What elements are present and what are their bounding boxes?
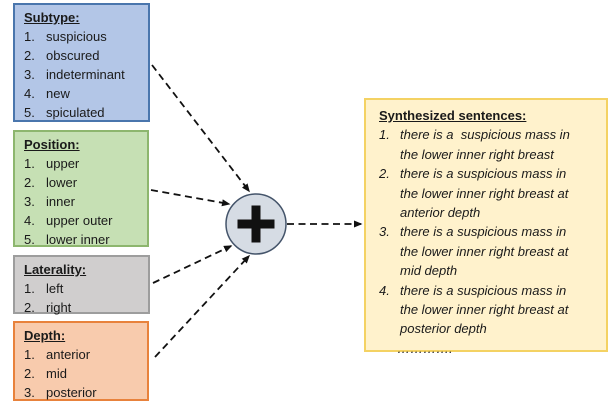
list-item: posterior [46,385,97,400]
list-item: spiculated [46,105,105,120]
list-item: mid [46,366,67,381]
list-item: obscured [46,48,100,63]
list-item: lower inner [46,232,110,247]
depth-list: anterior mid posterior [24,345,143,402]
arrow-position-to-combiner [150,189,231,207]
list-item: upper [46,156,80,171]
list-item: left [46,281,64,296]
synthesized-sentences-box: Synthesized sentences: there is a suspic… [364,98,608,356]
list-item: anterior [46,347,91,362]
sentence-item: there is a suspicious mass in the lower … [400,224,569,279]
position-title: Position: [24,137,80,152]
synthesized-sentences-title: Synthesized sentences: [379,108,527,123]
list-item: new [46,86,70,101]
sentence-item: there is a suspicious mass in the lower … [400,282,569,337]
arrow-laterality-to-combiner [152,245,233,284]
list-item: inner [46,194,75,209]
laterality-box: Laterality: left right [13,255,150,317]
plus-icon [237,205,275,243]
laterality-title: Laterality: [24,262,87,277]
sentence-item: there is a suspicious mass in the lower … [400,166,569,221]
arrow-depth-to-combiner [154,254,251,358]
list-item: right [46,300,72,315]
list-item: upper outer [46,213,113,228]
arrow-subtype-to-combiner [151,64,250,193]
depth-title: Depth: [24,328,66,343]
position-box: Position: upper lower inner upper outer … [13,130,149,247]
subtype-box: Subtype: suspicious obscured indetermina… [13,3,150,122]
sentence-item: there is a suspicious mass in the lower … [400,127,570,162]
subtype-title: Subtype: [24,10,80,25]
sentence-list: there is a suspicious mass in the lower … [379,125,600,338]
position-list: upper lower inner upper outer lower inne… [24,154,143,249]
ellipsis-text: …………. [397,340,453,356]
subtype-list: suspicious obscured indeterminant new sp… [24,27,144,122]
depth-box: Depth: anterior mid posterior [13,321,149,401]
laterality-list: left right [24,279,144,317]
list-item: lower [46,175,78,190]
list-item: suspicious [46,29,107,44]
list-item: indeterminant [46,67,125,82]
